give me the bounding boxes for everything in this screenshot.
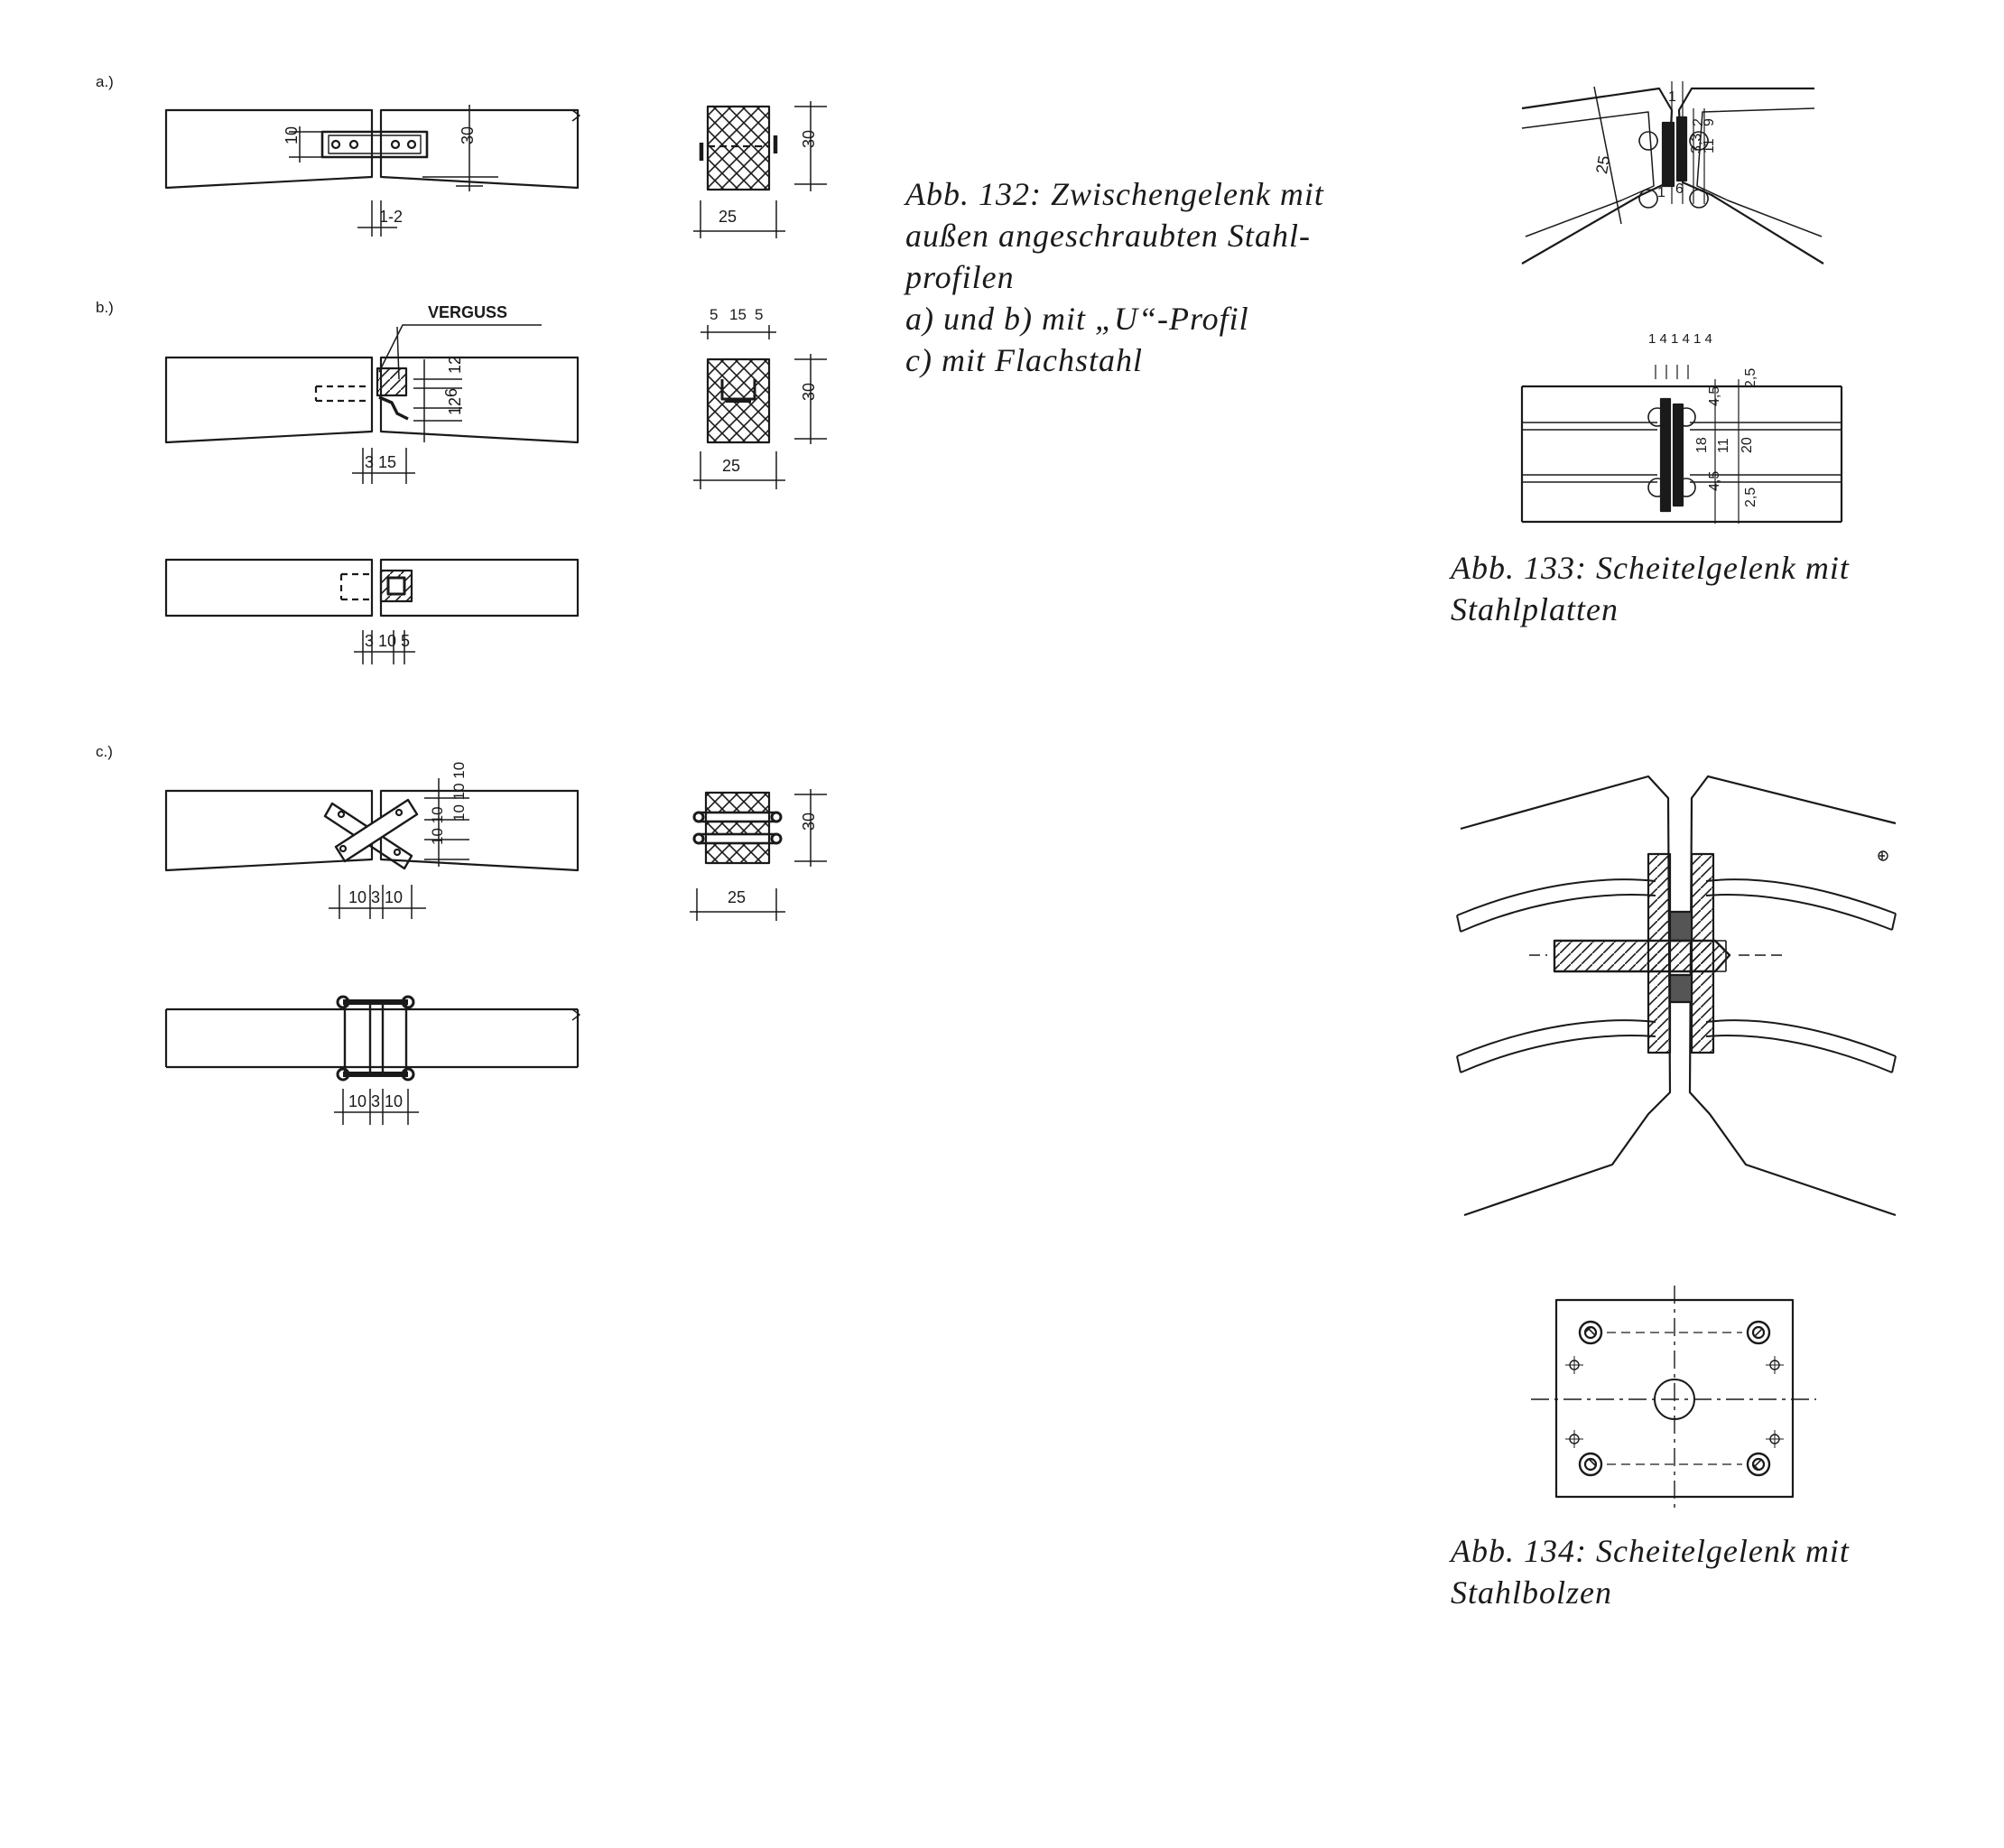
cross-section-b <box>693 325 827 489</box>
dim-c-section-height: 30 <box>800 813 818 831</box>
beam-elevation-c <box>164 778 580 919</box>
dim-a-section-width: 25 <box>719 208 737 226</box>
dim-b-middle: 6 <box>442 388 460 397</box>
dim-f133-f: 6 <box>1675 181 1684 197</box>
dim-f133-r2: 4,5 <box>1707 386 1722 406</box>
dim-b-section-top-c: 5 <box>755 306 763 323</box>
dim-f133-r5: 20 <box>1740 437 1755 453</box>
dim-a-beam-height: 30 <box>459 126 477 144</box>
dim-f133-d: 11 <box>1702 138 1717 153</box>
caption-abb133-line2: Stahlplatten <box>1451 591 1619 627</box>
caption-abb132-line1: Abb. 132: Zwischengelenk mit <box>905 176 1324 212</box>
beam-plan-c <box>164 995 580 1125</box>
dim-b-horizontal: 3 15 <box>365 453 396 471</box>
dim-f133-top: 1 4 1 4 1 4 <box>1648 331 1712 347</box>
caption-abb132-line3: profilen <box>905 259 1015 295</box>
dim-f133-h: 1 <box>1657 185 1665 200</box>
dim-f133-b: 1 <box>1668 89 1676 105</box>
caption-abb132-line4: a) und b) mit „U“-Profil <box>905 301 1249 337</box>
beam-plan-b <box>164 558 580 664</box>
caption-abb132-line5: c) mit Flachstahl <box>905 342 1143 378</box>
cross-section-c <box>690 789 827 921</box>
caption-abb134-line2: Stahlbolzen <box>1451 1574 1612 1611</box>
dim-b-section-width: 25 <box>722 457 740 475</box>
caption-abb133-line1: Abb. 133: Scheitelgelenk mit <box>1451 550 1850 586</box>
section-label-c: c.) <box>96 743 113 760</box>
dim-f133-r1: 2,5 <box>1743 368 1758 388</box>
dim-c-vertical: 10 10 10 <box>450 762 468 822</box>
dim-f133-g: 2 <box>1691 118 1706 126</box>
dim-c-horizontal: 10 3 10 <box>348 888 403 906</box>
dim-f133-r6: 4,5 <box>1707 471 1722 491</box>
dim-f133-r4: 11 <box>1716 438 1731 453</box>
dim-f133-r7: 2,5 <box>1743 488 1758 507</box>
dim-c-vertical-lower: 10 10 <box>429 806 446 845</box>
dim-b-section-top-b: 15 <box>729 306 747 323</box>
fig133-plan <box>1520 365 1843 524</box>
fig134-elevation <box>1456 775 1897 1217</box>
beam-elevation-a <box>164 105 580 237</box>
dim-b-upper: 12 <box>446 356 464 374</box>
dim-f133-r3: 18 <box>1694 437 1710 453</box>
beam-elevation-b <box>164 324 580 484</box>
fig134-plate <box>1531 1286 1816 1511</box>
dim-b-section-top-a: 5 <box>710 306 718 323</box>
caption-abb134: Abb. 134: Scheitelgelenk mit Stahlbolzen <box>1451 1530 1850 1613</box>
caption-abb132: Abb. 132: Zwischengelenk mit außen anges… <box>905 173 1324 381</box>
dim-a-bracket-height: 10 <box>283 126 301 144</box>
dim-b-section-height: 30 <box>800 383 818 401</box>
caption-abb134-line1: Abb. 134: Scheitelgelenk mit <box>1451 1533 1850 1569</box>
dim-c-plan: 10 3 10 <box>348 1092 403 1110</box>
dim-f133-a: 25 <box>1592 154 1613 175</box>
dim-b-lower: 12 <box>446 397 464 415</box>
caption-abb133: Abb. 133: Scheitelgelenk mit Stahlplatte… <box>1451 547 1850 630</box>
fig133-elevation <box>1521 81 1824 265</box>
caption-abb132-line2: außen angeschraubten Stahl- <box>905 218 1311 254</box>
dim-f133-e: 3,3 <box>1689 134 1704 153</box>
dim-a-section-height: 30 <box>800 130 818 148</box>
section-label-b: b.) <box>96 299 114 316</box>
cross-section-a <box>693 101 827 238</box>
dim-c-section-width: 25 <box>728 888 746 906</box>
section-label-a: a.) <box>96 73 114 90</box>
dim-f133-c: 9 <box>1702 118 1717 126</box>
dim-b-plan: 3 10 5 <box>365 632 410 650</box>
dim-a-gap: 1-2 <box>379 208 403 226</box>
callout-verguss: VERGUSS <box>428 303 507 321</box>
